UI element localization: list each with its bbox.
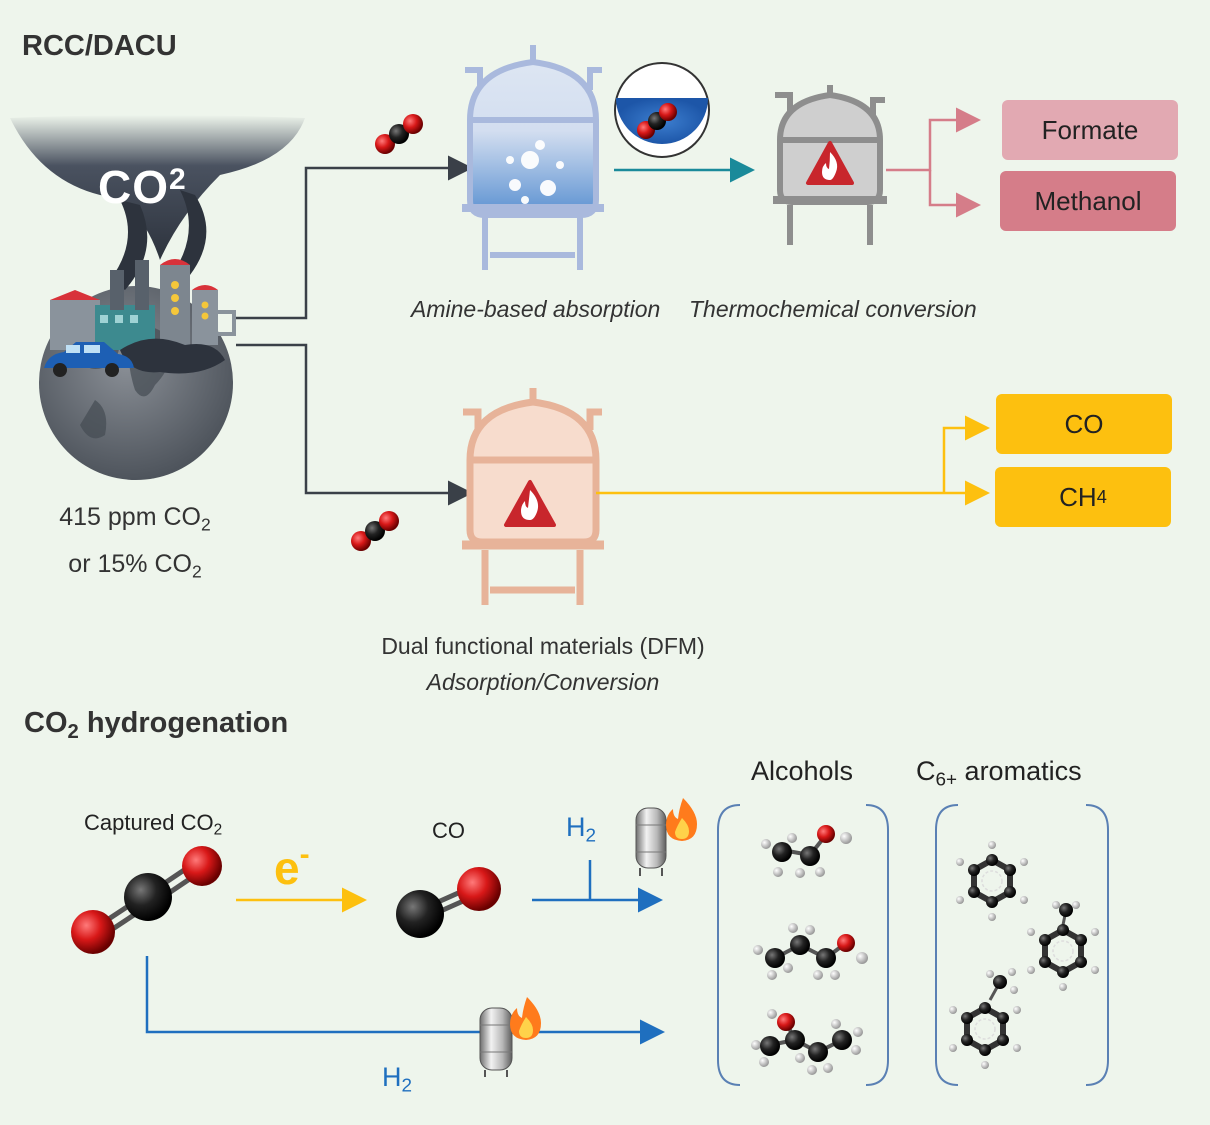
ethanol-molecule-icon (761, 825, 852, 878)
absorbed-co2-icon (614, 62, 710, 158)
flow-line-to-dfm (236, 343, 473, 506)
smoke-cloud (10, 115, 305, 260)
thermochemical-conversion-label: Thermochemical conversion (689, 296, 977, 322)
electron-label: e- (274, 838, 310, 894)
flow-line-to-co (942, 415, 990, 493)
fire-warning-icon (504, 480, 556, 527)
butanol-molecule-icon (751, 1009, 863, 1075)
toluene-molecule-icon (949, 968, 1021, 1069)
dfm-process: Adsorption/Conversion (426, 669, 660, 695)
globe-factory-illustration (10, 115, 305, 480)
section-title-hydrogenation: CO2 hydrogenation (24, 707, 289, 744)
reactor-tank-flame-icon (479, 997, 541, 1077)
co2-molecule-3d-icon (71, 846, 222, 954)
toluene-molecule-icon (1027, 901, 1099, 991)
fire-warning-icon (806, 141, 854, 185)
co2-concentration-flue: or 15% CO2 (68, 550, 202, 582)
globe-caption: 415 ppm CO2 or 15% CO2 (20, 497, 250, 592)
propanol-molecule-icon (753, 923, 868, 980)
product-formate: Formate (1002, 100, 1178, 160)
alcohols-bracket (717, 804, 889, 1086)
co-molecule-3d-icon (396, 867, 501, 938)
dfm-name: Dual functional materials (DFM) (381, 633, 705, 659)
dfm-reactor-icon (462, 388, 604, 605)
section-title-rcc: RCC/DACU (22, 30, 177, 62)
co-label: CO (432, 818, 465, 843)
smoke-co2-label: CO2 (98, 161, 187, 213)
flow-line-to-methanol (928, 170, 981, 218)
reactor-tank-flame-icon (635, 798, 697, 876)
h2-label-bottom: H2 (382, 1062, 413, 1097)
aromatics-title: C6+ aromatics (916, 756, 1082, 791)
benzene-molecule-icon (956, 841, 1028, 921)
co2-molecule-icon (351, 511, 399, 551)
co2-concentration-atmospheric: 415 ppm CO2 (59, 503, 211, 535)
h2-label-top: H2 (566, 812, 597, 847)
aromatics-bracket (935, 804, 1109, 1086)
amine-absorption-label: Amine-based absorption (411, 296, 661, 322)
flow-line-direct-hydrogenation (145, 956, 665, 1045)
flow-line-to-formate (886, 107, 981, 172)
captured-co2-label: Captured CO2 (84, 810, 223, 839)
dfm-label: Dual functional materials (DFM) Adsorpti… (343, 628, 743, 700)
flow-line-to-absorber (236, 155, 473, 320)
product-co: CO (996, 394, 1172, 454)
absorber-vessel-icon (462, 45, 604, 270)
car-icon (44, 342, 134, 368)
product-methanol: Methanol (1000, 171, 1176, 231)
co2-molecule-icon (375, 114, 423, 154)
alcohols-title: Alcohols (751, 756, 854, 786)
